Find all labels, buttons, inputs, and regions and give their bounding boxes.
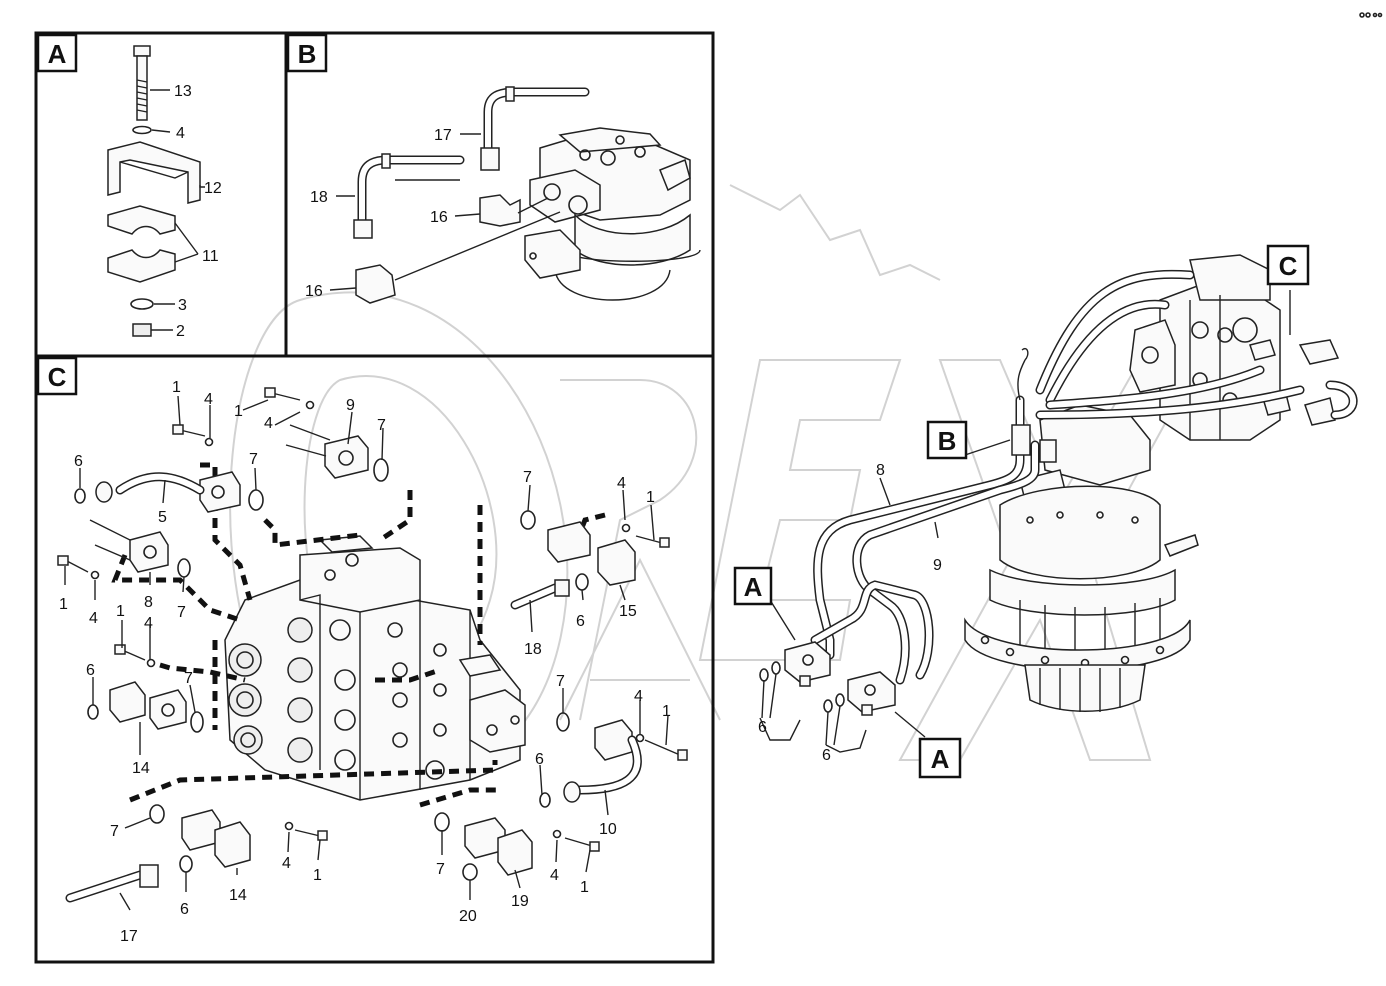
label-4: 4 xyxy=(282,855,291,872)
label-7: 7 xyxy=(184,670,193,687)
elbow-fitting xyxy=(109,681,146,723)
svg-text:B: B xyxy=(938,426,957,456)
label-14: 14 xyxy=(132,760,150,777)
label-1: 1 xyxy=(662,703,671,720)
overview-callout-a-lower: A xyxy=(918,737,962,779)
label-4: 4 xyxy=(144,615,153,632)
svg-text:A: A xyxy=(931,744,950,774)
flange xyxy=(199,471,241,513)
flange xyxy=(847,671,896,713)
label-1: 1 xyxy=(646,489,655,506)
flange xyxy=(149,689,187,730)
label-4: 4 xyxy=(264,415,273,432)
label-4: 4 xyxy=(617,475,626,492)
label-14: 14 xyxy=(229,887,247,904)
label-7: 7 xyxy=(556,673,565,690)
elbow-fitting xyxy=(497,829,533,876)
label-7: 7 xyxy=(436,861,445,878)
label-9: 9 xyxy=(933,557,942,574)
label-4: 4 xyxy=(176,125,185,142)
label-4: 4 xyxy=(550,867,559,884)
label-15: 15 xyxy=(619,603,637,620)
svg-text:C: C xyxy=(1279,251,1298,281)
label-9: 9 xyxy=(346,397,355,414)
clamp-half-upper xyxy=(107,205,176,235)
label-1: 1 xyxy=(234,403,243,420)
svg-text:B: B xyxy=(298,39,317,69)
flange xyxy=(784,641,831,683)
label-4: 4 xyxy=(89,610,98,627)
overview-assembly xyxy=(759,254,1358,753)
label-20: 20 xyxy=(459,908,477,925)
label-1: 1 xyxy=(59,596,68,613)
washer xyxy=(132,125,152,135)
flange xyxy=(594,719,633,761)
overview-callout-b: B xyxy=(926,420,968,460)
svg-text:A: A xyxy=(48,39,67,69)
label-7: 7 xyxy=(177,604,186,621)
label-6: 6 xyxy=(576,613,585,630)
bolt-head xyxy=(133,45,151,57)
panel-b-swing-motor xyxy=(329,86,701,304)
elbow-fitting xyxy=(597,539,636,586)
label-11: 11 xyxy=(202,248,219,265)
label-17: 17 xyxy=(434,127,452,144)
overview-callout-a-upper: A xyxy=(733,566,773,606)
elbow-fitting xyxy=(214,821,251,868)
panel-a-clamp-assembly xyxy=(107,45,205,337)
label-4: 4 xyxy=(634,688,643,705)
flange xyxy=(324,435,369,479)
label-1: 1 xyxy=(116,603,125,620)
washer xyxy=(130,298,154,310)
label-3: 3 xyxy=(178,297,187,314)
panel-a-tag: A xyxy=(36,33,78,73)
label-6: 6 xyxy=(822,747,831,764)
overview-callout-c: C xyxy=(1266,244,1310,286)
label-1: 1 xyxy=(313,867,322,884)
nut xyxy=(132,323,152,337)
label-5: 5 xyxy=(158,509,167,526)
label-16-upper: 16 xyxy=(430,209,448,226)
label-13: 13 xyxy=(174,83,192,100)
clamp-half-lower xyxy=(107,249,176,283)
label-4: 4 xyxy=(204,391,213,408)
label-6: 6 xyxy=(74,453,83,470)
label-7: 7 xyxy=(249,451,258,468)
label-6: 6 xyxy=(180,901,189,918)
label-19: 19 xyxy=(511,893,529,910)
label-8: 8 xyxy=(144,594,153,611)
label-12: 12 xyxy=(204,180,222,197)
label-6: 6 xyxy=(86,662,95,679)
label-10: 10 xyxy=(599,821,617,838)
panel-b-tag: B xyxy=(286,33,328,73)
panel-c-tag: C xyxy=(36,356,78,396)
svg-text:A: A xyxy=(744,572,763,602)
label-6: 6 xyxy=(758,719,767,736)
label-1: 1 xyxy=(580,879,589,896)
flange xyxy=(129,531,169,573)
label-7: 7 xyxy=(523,469,532,486)
label-2: 2 xyxy=(176,323,185,340)
corner-mark xyxy=(1359,12,1383,18)
label-7: 7 xyxy=(377,417,386,434)
label-18: 18 xyxy=(524,641,542,658)
label-7: 7 xyxy=(110,823,119,840)
detail-frame xyxy=(34,31,715,964)
label-6: 6 xyxy=(535,751,544,768)
label-16-lower: 16 xyxy=(305,283,323,300)
label-8: 8 xyxy=(876,462,885,479)
label-18: 18 xyxy=(310,189,328,206)
panel-c-control-valve xyxy=(57,387,688,911)
svg-text:C: C xyxy=(48,362,67,392)
label-1: 1 xyxy=(172,379,181,396)
label-17: 17 xyxy=(120,928,138,945)
